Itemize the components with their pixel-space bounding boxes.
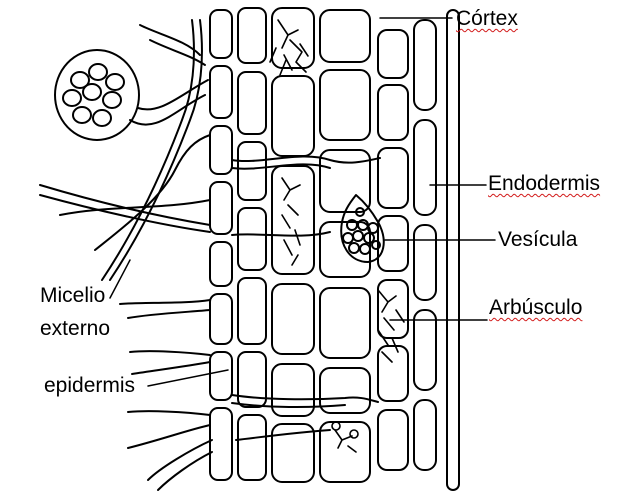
epidermis-column — [210, 10, 232, 480]
label-epidermis: epidermis — [44, 375, 135, 396]
external-mycelium — [40, 20, 210, 280]
label-arbusculo: Arbúsculo — [489, 297, 582, 318]
vascular-column — [414, 10, 459, 490]
label-endodermis: Endodermis — [488, 173, 600, 194]
label-micelio-line1: Micelio — [40, 285, 105, 306]
cortex-column-2 — [272, 8, 314, 482]
label-vesicula: Vesícula — [498, 229, 577, 250]
label-micelio-line2: externo — [40, 318, 110, 339]
leader-lines — [110, 18, 495, 386]
cortex-column-1 — [238, 8, 266, 480]
label-cortex: Córtex — [456, 8, 518, 29]
